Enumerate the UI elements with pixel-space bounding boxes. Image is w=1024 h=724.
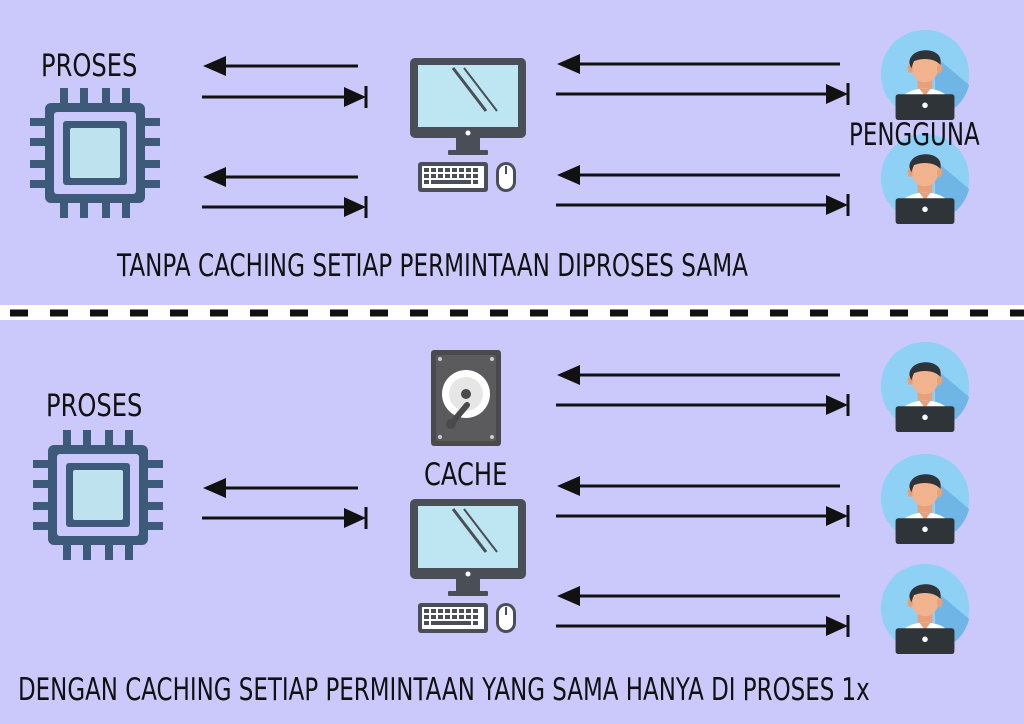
user-avatar-icon — [880, 453, 970, 544]
cache-label: CACHE — [424, 457, 508, 493]
top-panel-background — [0, 0, 1024, 305]
top-arrows — [202, 54, 850, 218]
cpu-chip-icon — [30, 88, 160, 218]
user-avatar-icon — [880, 341, 970, 432]
process-label-bottom: PROSES — [46, 388, 143, 424]
cpu-chip-icon — [33, 430, 163, 560]
desktop-computer-icon — [408, 56, 528, 194]
caption-with-caching: DENGAN CACHING SETIAP PERMINTAAN YANG SA… — [18, 672, 870, 708]
hard-disk-icon — [431, 350, 501, 446]
user-label: PENGGUNA — [849, 117, 980, 153]
bottom-arrows — [202, 365, 850, 637]
user-avatar-icon — [880, 29, 970, 120]
user-avatar-icon — [880, 563, 970, 654]
desktop-computer-icon — [408, 497, 528, 635]
process-label-top: PROSES — [41, 48, 138, 84]
caption-without-caching: TANPA CACHING SETIAP PERMINTAAN DIPROSES… — [117, 248, 748, 284]
